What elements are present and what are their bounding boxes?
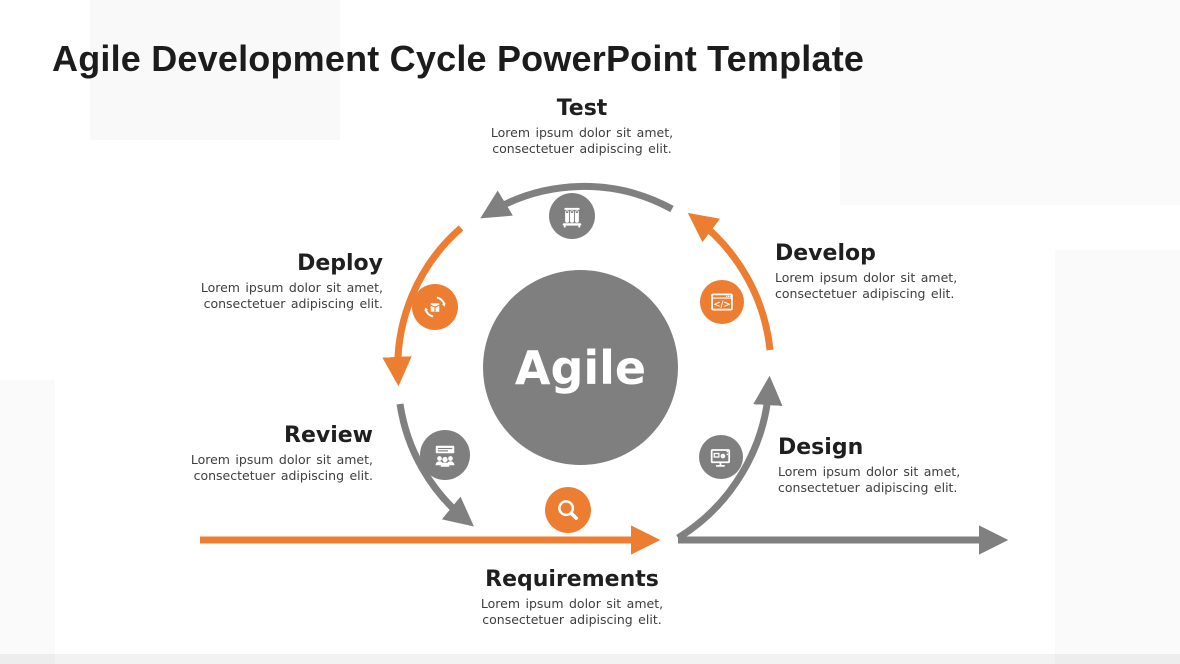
agile-center-label: Agile bbox=[514, 340, 647, 395]
review-node bbox=[420, 430, 470, 480]
stage-design-desc-line2: consectetuer adipiscing elit. bbox=[778, 480, 958, 495]
stage-design-desc-line1: Lorem ipsum dolor sit amet, bbox=[778, 464, 961, 479]
design-monitor-icon bbox=[710, 449, 731, 467]
test-tubes-icon bbox=[562, 207, 582, 228]
stage-deploy-desc-line1: Lorem ipsum dolor sit amet, bbox=[200, 280, 383, 295]
svg-text:</>: </> bbox=[713, 299, 730, 309]
design-arc-arrow bbox=[676, 375, 783, 541]
stage-requirements-desc-line1: Lorem ipsum dolor sit amet, bbox=[480, 596, 664, 611]
stage-deploy-label: Deploy bbox=[297, 251, 383, 276]
stage-requirements-label: Requirements bbox=[485, 567, 659, 592]
stage-test-desc-line2: consectetuer adipiscing elit. bbox=[492, 141, 672, 156]
stage-test: Test Lorem ipsum dolor sit amet, consect… bbox=[432, 95, 732, 157]
deploy-package-icon bbox=[424, 296, 446, 318]
requirements-node bbox=[545, 487, 591, 533]
stage-test-desc-line1: Lorem ipsum dolor sit amet, bbox=[490, 125, 674, 140]
develop-arc-arrow bbox=[687, 212, 774, 351]
slide-title: Agile Development Cycle PowerPoint Templ… bbox=[52, 38, 865, 79]
stage-develop-desc-line1: Lorem ipsum dolor sit amet, bbox=[775, 270, 958, 285]
review-meeting-icon bbox=[435, 445, 455, 467]
stage-requirements: Requirements Lorem ipsum dolor sit amet,… bbox=[392, 566, 752, 628]
stage-develop-desc-line2: consectetuer adipiscing elit. bbox=[775, 286, 955, 301]
design-node bbox=[699, 435, 743, 479]
stage-design-label: Design bbox=[778, 435, 864, 460]
stage-design: Design Lorem ipsum dolor sit amet, conse… bbox=[778, 434, 1008, 496]
review-arc-arrow bbox=[396, 403, 474, 527]
deploy-arc-arrow bbox=[382, 225, 464, 387]
agile-center-circle: Agile bbox=[483, 270, 678, 465]
stage-review-label: Review bbox=[284, 423, 373, 448]
stage-review: Review Lorem ipsum dolor sit amet, conse… bbox=[150, 422, 373, 484]
stage-deploy-desc-line2: consectetuer adipiscing elit. bbox=[203, 296, 383, 311]
develop-node: </> bbox=[700, 280, 744, 324]
stage-develop-label: Develop bbox=[775, 241, 876, 266]
code-window-icon: </> bbox=[711, 293, 733, 311]
stage-develop: Develop Lorem ipsum dolor sit amet, cons… bbox=[775, 240, 1005, 302]
stage-review-desc-line2: consectetuer adipiscing elit. bbox=[193, 468, 373, 483]
test-node bbox=[549, 193, 595, 239]
magnifier-icon bbox=[558, 500, 579, 521]
test-arc-arrow bbox=[480, 182, 674, 219]
stage-review-desc-line1: Lorem ipsum dolor sit amet, bbox=[190, 452, 373, 467]
stage-test-label: Test bbox=[556, 96, 608, 121]
stage-requirements-desc-line2: consectetuer adipiscing elit. bbox=[482, 612, 662, 627]
deploy-node bbox=[412, 284, 458, 330]
stage-deploy: Deploy Lorem ipsum dolor sit amet, conse… bbox=[160, 250, 383, 312]
